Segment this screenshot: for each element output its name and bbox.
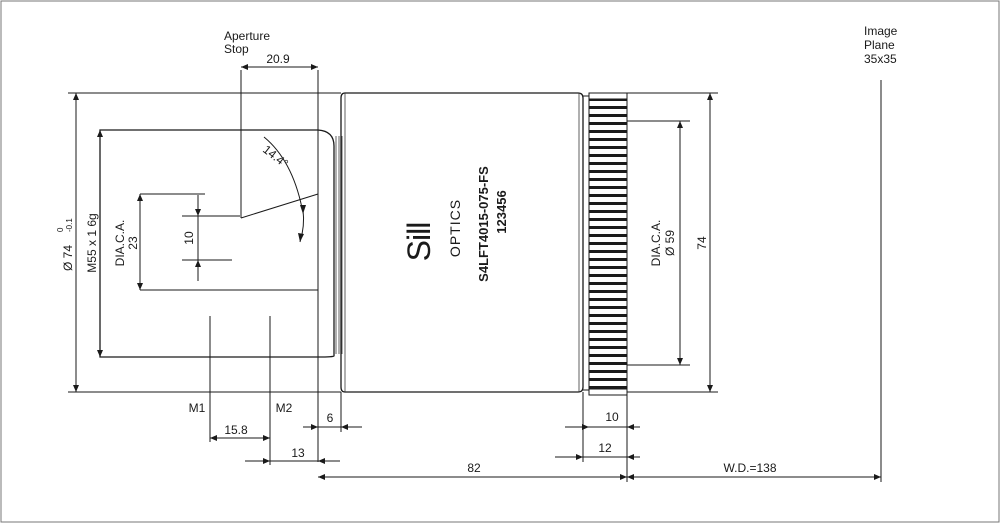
image-plane-label-2: Plane — [864, 38, 895, 52]
thread-spec: M55 x 1 6g — [85, 213, 99, 272]
dim-13: 13 — [291, 446, 305, 460]
outer-dia-tol-lower: -0.1 — [65, 218, 74, 232]
image-plane-size: 35x35 — [864, 52, 897, 66]
angle-label: 14.4° — [260, 142, 291, 170]
lens-body — [99, 92, 628, 396]
dia-ca-23-label: DIA.C.A. — [113, 220, 127, 267]
brand-logo-sill: Sill — [401, 223, 437, 262]
aperture-stop-geometry — [137, 70, 319, 462]
m1-label: M1 — [189, 401, 206, 415]
dim-12: 12 — [598, 441, 612, 455]
dia-ca-59-value: Ø 59 — [663, 230, 677, 256]
dim-10-ring: 10 — [605, 410, 619, 424]
dim-74: 74 — [695, 236, 709, 250]
working-distance: W.D.=138 — [723, 461, 776, 475]
aperture-stop-label-2: Stop — [224, 42, 249, 56]
aperture-stop-label: Aperture — [224, 29, 270, 43]
outer-dia-label: Ø 74 — [61, 245, 75, 271]
right-dimensions — [318, 80, 882, 482]
m2-label: M2 — [276, 401, 293, 415]
dim-10-inner: 10 — [182, 231, 196, 245]
image-plane-label: Image — [864, 24, 898, 38]
brand-logo-optics: OPTICS — [447, 199, 463, 257]
dia-ca-59-label: DIA.C.A. — [649, 220, 663, 267]
serial-number: 123456 — [494, 190, 509, 233]
dim-15-8: 15.8 — [224, 423, 248, 437]
left-dimensions — [68, 64, 362, 465]
dim-6: 6 — [327, 411, 334, 425]
dia-ca-23-value: 23 — [126, 236, 140, 250]
outer-dia-tol-upper: 0 — [56, 227, 65, 232]
dim-82: 82 — [467, 461, 481, 475]
dim-20-9: 20.9 — [266, 52, 290, 66]
model-number: S4LFT4015-075-FS — [476, 166, 491, 282]
